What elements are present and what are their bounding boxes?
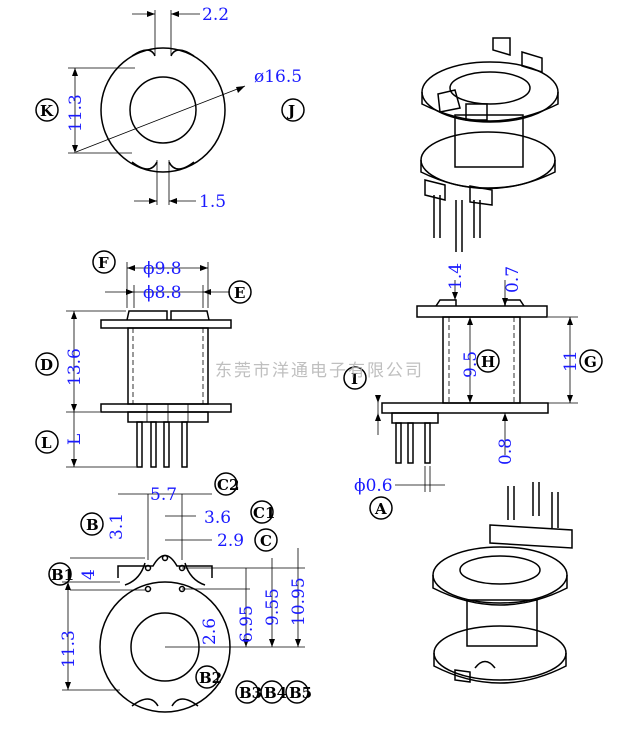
dim-c: 2.9 <box>217 531 244 551</box>
dim-e: ϕ8.8 <box>143 283 182 303</box>
dim-955: 9.55 <box>263 588 283 626</box>
dim-1095: 10.95 <box>289 577 309 626</box>
dim-l: L <box>65 434 85 445</box>
iso-view-bottom <box>432 482 573 684</box>
top-view-inner-circle <box>129 76 197 144</box>
dim-695: 6.95 <box>237 605 257 643</box>
watermark: 东莞市洋通电子有限公司 <box>215 361 424 381</box>
label-d: D <box>40 356 53 374</box>
label-b2: B2 <box>199 669 222 687</box>
label-c1: C1 <box>253 504 275 522</box>
dim-b2-vert: 2.6 <box>200 618 220 645</box>
label-f: F <box>98 254 109 272</box>
dim-d: 13.6 <box>65 348 85 386</box>
dim-c2: 5.7 <box>150 485 177 505</box>
side-view: 1.4 0.7 9.5 H 11 G 0.8 I ϕ0.6 <box>343 263 603 520</box>
dim-b1: 4 <box>79 569 99 580</box>
dim-outer-diameter: ø16.5 <box>254 67 302 87</box>
dim-flange: 0.8 <box>496 438 516 465</box>
label-j: J <box>286 102 295 120</box>
label-c: C <box>260 532 272 550</box>
label-k: K <box>40 102 54 120</box>
top-view-outer-circle <box>100 47 226 173</box>
label-g: G <box>584 353 597 371</box>
label-c2: C2 <box>217 476 239 494</box>
label-h: H <box>481 353 495 371</box>
top-view: 2.2 1.5 ø16.5 11.3 K J <box>35 5 305 212</box>
dim-side-2: 0.7 <box>503 266 523 293</box>
bottom-view: 5.7 C2 3.1 B 3.6 C1 2.9 C 4 B1 11.3 <box>48 472 312 713</box>
label-l: L <box>41 434 52 452</box>
dim-f: ϕ9.8 <box>143 259 182 279</box>
dim-c1: 3.6 <box>204 508 231 528</box>
dim-b: 3.1 <box>107 513 127 540</box>
front-view: ϕ9.8 F ϕ8.8 E 13.6 D L L <box>35 250 252 468</box>
label-e: E <box>234 284 245 302</box>
label-i: I <box>351 370 358 388</box>
label-b1: B1 <box>51 566 74 584</box>
dim-inner-height: 9.5 <box>461 351 481 378</box>
label-b4: B4 <box>264 684 287 702</box>
label-b: B <box>86 516 99 534</box>
dim-side-1: 1.4 <box>446 263 466 290</box>
iso-view-top <box>420 37 559 252</box>
label-b5: B5 <box>289 684 312 702</box>
dim-g: 11 <box>561 350 581 372</box>
dim-bottom-height: 11.3 <box>59 630 79 668</box>
dim-height-k: 11.3 <box>66 94 86 132</box>
label-a: A <box>374 500 387 518</box>
dim-top-slot: 2.2 <box>202 5 229 25</box>
dim-bottom-slot: 1.5 <box>199 192 226 212</box>
dim-pin: ϕ0.6 <box>354 476 393 496</box>
label-b3: B3 <box>239 684 262 702</box>
